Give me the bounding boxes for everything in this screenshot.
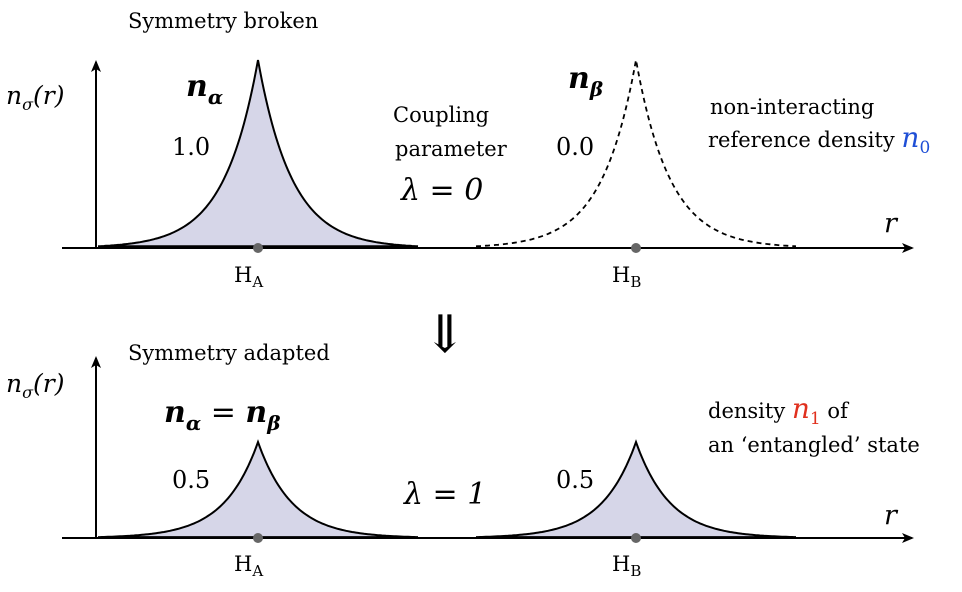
bottom-site-b-dot	[631, 533, 641, 543]
top-peak-beta-label: nβ	[568, 61, 603, 101]
top-panel: Symmetry broken nσ(r) r nα nβ 1.0 0.0 Co…	[6, 9, 930, 291]
coupling-label-line2: parameter	[395, 137, 508, 161]
top-site-a-dot	[253, 243, 263, 253]
bottom-occupation-a: 0.5	[172, 466, 210, 494]
bottom-equality-label: nα = nβ	[164, 395, 281, 435]
top-peak-alpha-label: nα	[186, 69, 223, 109]
bottom-panel-title: Symmetry adapted	[128, 341, 330, 365]
top-lambda-value: λ = 0	[400, 173, 483, 208]
bottom-site-b-label: HB	[612, 552, 641, 580]
bottom-x-axis-label: r	[884, 500, 899, 531]
bottom-site-a-dot	[253, 533, 263, 543]
bottom-note-line1: density n1 of	[708, 392, 850, 429]
top-site-b-label: HB	[612, 263, 641, 291]
top-occupation-b: 0.0	[556, 133, 594, 161]
bottom-peak-a	[98, 439, 418, 539]
top-panel-title: Symmetry broken	[128, 9, 318, 33]
top-site-b-dot	[631, 243, 641, 253]
top-peak-beta	[475, 59, 797, 248]
bottom-peak-b	[476, 439, 796, 539]
bottom-lambda-value: λ = 1	[403, 477, 486, 512]
top-note-line1: non-interacting	[710, 95, 874, 119]
top-note-line2: reference density n0	[708, 121, 930, 158]
bottom-site-a-label: HA	[234, 552, 263, 580]
top-occupation-a: 1.0	[172, 133, 210, 161]
bottom-panel: Symmetry adapted nσ(r) r nα = nβ 0.5 0.5…	[6, 341, 920, 580]
bottom-note-line2: an ‘entangled’ state	[708, 433, 920, 457]
top-site-a-label: HA	[234, 263, 263, 291]
coupling-label-line1: Coupling	[393, 103, 489, 127]
top-y-axis-label: nσ(r)	[6, 81, 65, 114]
bottom-y-axis-label: nσ(r)	[6, 369, 65, 402]
bottom-occupation-b: 0.5	[556, 466, 594, 494]
transition-arrow: ⇓	[423, 305, 467, 365]
top-x-axis-label: r	[884, 208, 899, 239]
top-peak-alpha	[97, 59, 419, 248]
